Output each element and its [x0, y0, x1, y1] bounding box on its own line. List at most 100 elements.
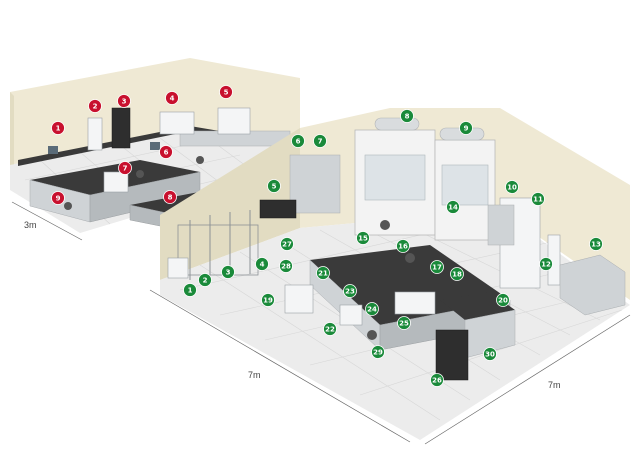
incubator-19: [284, 284, 314, 314]
dim-label-main-depth: 7m: [548, 380, 561, 390]
dark-refrigerator: [435, 329, 469, 381]
small-room-marker-2: 2: [88, 99, 102, 113]
main-room-marker-label: 1: [188, 287, 193, 295]
small-room-fume-box: [103, 171, 129, 193]
main-room-marker-11: 11: [531, 192, 545, 206]
main-room-marker-label: 19: [263, 297, 273, 305]
main-room-marker-label: 24: [367, 306, 377, 314]
small-room-stool-2: [136, 170, 144, 178]
main-room-marker-14: 14: [446, 200, 460, 214]
main-room-marker-label: 16: [398, 243, 408, 251]
small-room-monitor-2: [150, 142, 160, 150]
small-room-instrument-tower: [87, 117, 103, 151]
main-room-marker-12: 12: [539, 257, 553, 271]
main-room-marker-label: 11: [533, 196, 543, 204]
main-room-marker-label: 23: [345, 288, 355, 296]
shelf-with-bottles: [259, 199, 297, 219]
small-room-marker-4: 4: [165, 91, 179, 105]
main-room-marker-label: 28: [281, 263, 291, 271]
small-room-analyzer: [217, 107, 251, 135]
main-room-marker-25: 25: [397, 316, 411, 330]
main-room-marker-29: 29: [371, 345, 385, 359]
main-room-marker-label: 14: [448, 204, 458, 212]
small-room-marker-label: 8: [168, 194, 173, 202]
main-room-marker-label: 26: [432, 377, 442, 385]
main-room-marker-label: 13: [591, 241, 601, 249]
main-room-marker-27: 27: [280, 237, 294, 251]
small-room-marker-5: 5: [219, 85, 233, 99]
main-room-marker-18: 18: [450, 267, 464, 281]
main-room-marker-28: 28: [279, 259, 293, 273]
main-room-marker-label: 30: [485, 351, 495, 359]
instrument-22: [339, 304, 363, 326]
small-room-marker-label: 3: [122, 98, 127, 106]
small-room-instrument-box: [159, 111, 195, 135]
small-room-marker-7: 7: [118, 161, 132, 175]
small-room-marker-label: 7: [123, 165, 128, 173]
main-room-marker-20: 20: [496, 293, 510, 307]
small-room-marker-9: 9: [51, 191, 65, 205]
main-room-marker-23: 23: [343, 284, 357, 298]
main-room-marker-21: 21: [316, 266, 330, 280]
small-room-monitor-1: [48, 146, 58, 154]
main-room-marker-30: 30: [483, 347, 497, 361]
wall-cabinet-box: [487, 204, 515, 246]
main-room-marker-label: 4: [260, 261, 265, 269]
stool-16: [405, 253, 415, 263]
main-room-marker-4: 4: [255, 257, 269, 271]
small-room-marker-label: 1: [56, 125, 61, 133]
main-room-marker-3: 3: [221, 265, 235, 279]
main-room-marker-label: 27: [282, 241, 292, 249]
sink-bench: [559, 254, 626, 316]
main-room-marker-label: 6: [296, 138, 301, 146]
main-room: [160, 108, 630, 440]
centrifuge-box: [394, 291, 436, 315]
small-room-cabinet-unit: [111, 107, 131, 149]
small-room-marker-1: 1: [51, 121, 65, 135]
small-room: [10, 58, 300, 233]
main-room-marker-5: 5: [267, 179, 281, 193]
main-room-marker-label: 21: [318, 270, 328, 278]
main-room-marker-label: 18: [452, 271, 462, 279]
main-room-marker-1: 1: [183, 283, 197, 297]
small-room-marker-8: 8: [163, 190, 177, 204]
main-room-marker-17: 17: [430, 260, 444, 274]
main-room-marker-22: 22: [323, 322, 337, 336]
dim-line-small-depth: [11, 201, 83, 241]
main-room-marker-15: 15: [356, 231, 370, 245]
main-room-marker-label: 9: [464, 125, 469, 133]
main-room-marker-label: 29: [373, 349, 383, 357]
main-room-marker-7: 7: [313, 134, 327, 148]
main-room-marker-label: 12: [541, 261, 551, 269]
main-room-marker-label: 22: [325, 326, 335, 334]
main-room-marker-8: 8: [400, 109, 414, 123]
small-room-back-wall: [10, 58, 300, 165]
main-room-marker-19: 19: [261, 293, 275, 307]
rack-system: [177, 210, 259, 280]
small-room-marker-label: 9: [56, 195, 61, 203]
main-room-marker-2: 2: [198, 273, 212, 287]
small-room-marker-label: 4: [170, 95, 175, 103]
main-room-marker-label: 2: [203, 277, 208, 285]
small-room-marker-3: 3: [117, 94, 131, 108]
stool-29: [367, 330, 377, 340]
main-room-marker-label: 20: [498, 297, 508, 305]
main-room-marker-label: 17: [432, 264, 442, 272]
main-room-left-wall: [160, 128, 300, 280]
small-room-marker-label: 5: [224, 89, 229, 97]
main-room-marker-label: 15: [358, 235, 368, 243]
main-room-marker-6: 6: [291, 134, 305, 148]
dim-label-small-depth: 3m: [24, 220, 37, 230]
main-room-marker-label: 8: [405, 113, 410, 121]
main-room-marker-24: 24: [365, 302, 379, 316]
dim-line-main-depth: [424, 314, 631, 445]
main-room-marker-13: 13: [589, 237, 603, 251]
stool-15: [380, 220, 390, 230]
main-room-marker-16: 16: [396, 239, 410, 253]
main-room-marker-26: 26: [430, 373, 444, 387]
dimension-lines: 3m 7m 7m: [11, 201, 631, 445]
main-room-marker-label: 10: [507, 184, 517, 192]
main-room-marker-9: 9: [459, 121, 473, 135]
